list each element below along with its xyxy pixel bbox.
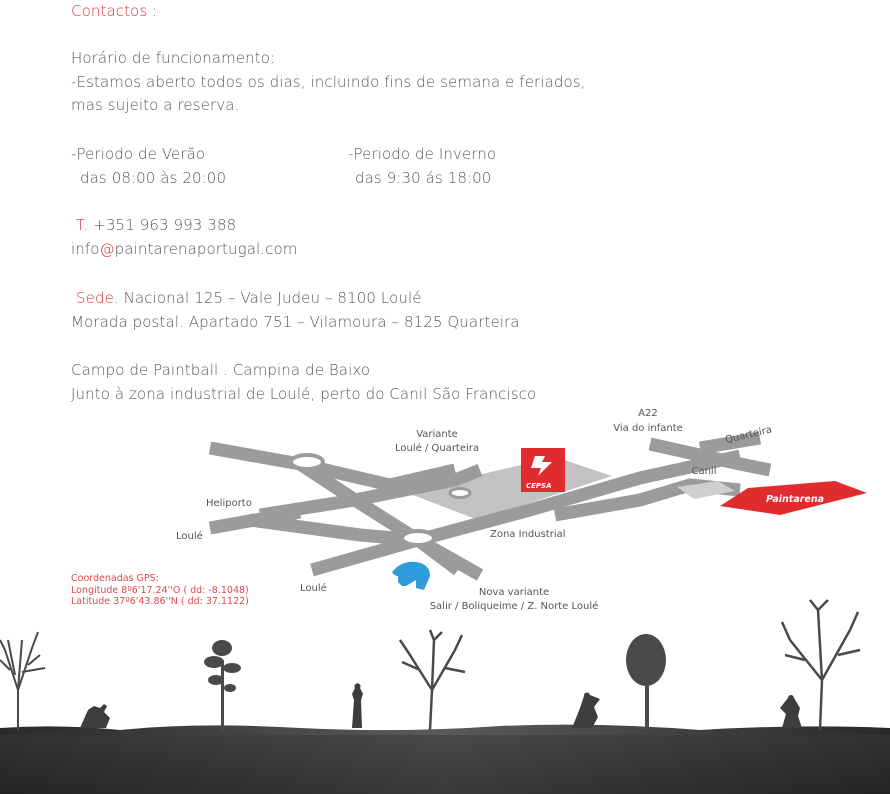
- hours-line-2: mas sujeito a reserva.: [71, 96, 240, 114]
- roundabout-industrial: [448, 487, 472, 499]
- winter-label: Periodo de Inverno: [353, 145, 497, 163]
- field-line-1: Campo de Paintball . Campina de Baixo: [71, 361, 371, 379]
- gps-title: Coordenadas GPS:: [71, 573, 159, 584]
- hours-title: Horário de funcionamento:: [71, 49, 276, 67]
- player-kneeling-icon: [80, 704, 110, 728]
- elephant-logo-icon: [392, 561, 430, 590]
- paintarena-area: [720, 481, 867, 515]
- gps-longitude: Longitude 8º6'17.24''O ( dd: -8.1048): [71, 584, 249, 596]
- summer-hours: das 08:00 às 20:00: [80, 169, 227, 187]
- cepsa-star-icon: [531, 456, 552, 476]
- player-aiming-icon: [780, 695, 802, 728]
- sede-address: Nacional 125 – Vale Judeu – 8100 Loulé: [123, 289, 422, 307]
- player-silhouettes: [80, 683, 802, 728]
- label-nova-variante-2: Salir / Boliqueime / Z. Norte Loulé: [430, 600, 599, 612]
- roads: [208, 431, 772, 581]
- winter-dash: -: [348, 145, 354, 163]
- label-loule-left: Loulé: [176, 530, 203, 542]
- pine-tree-icon: [204, 640, 241, 730]
- leafy-tree-icon: [626, 634, 666, 730]
- label-variante-2: Loulé / Quarteira: [395, 442, 479, 454]
- email-domain: paintarenaportugal.com: [114, 240, 298, 258]
- bare-tree-right-icon: [780, 599, 861, 731]
- label-a22: A22: [638, 408, 658, 419]
- label-variante-1: Variante: [416, 429, 458, 440]
- winter-hours: das 9:30 ás 18:00: [355, 169, 492, 187]
- gps-latitude: Latitude 37º6'43.86''N ( dd: 37.1122): [71, 596, 249, 607]
- email-link[interactable]: info@paintarenaportugal.com: [71, 238, 298, 261]
- label-zona-industrial: Zona Industrial: [490, 529, 566, 540]
- label-nova-variante-1: Nova variante: [479, 587, 549, 598]
- sede-row: Sede. Nacional 125 – Vale Judeu – 8100 L…: [76, 287, 422, 310]
- email-at: @: [99, 240, 115, 258]
- label-loule-bottom: Loulé: [300, 582, 327, 594]
- roundabout-central: [400, 529, 436, 547]
- bare-tree-left-icon: [0, 631, 46, 730]
- cepsa-label: CEPSA: [526, 482, 552, 490]
- winter-period: -Periodo de Inverno: [348, 143, 496, 166]
- label-heliporto: Heliporto: [206, 498, 252, 509]
- hours-line-1: -Estamos aberto todos os dias, incluindo…: [71, 73, 586, 91]
- contacts-heading: Contactos :: [71, 2, 158, 20]
- label-via-infante: Via do infante: [613, 423, 683, 434]
- paintarena-label: Paintarena: [766, 494, 824, 505]
- label-canil: Canil: [691, 466, 716, 477]
- sede-label: Sede.: [76, 289, 119, 307]
- summer-label: -Periodo de Verão: [71, 145, 206, 163]
- phone-prefix: T.: [76, 216, 89, 234]
- phone-row: T. +351 963 993 388: [76, 214, 236, 237]
- phone-number[interactable]: +351 963 993 388: [93, 216, 237, 234]
- player-standing-icon: [352, 683, 363, 728]
- field-line-2: Junto à zona industrial de Loulé, perto …: [71, 385, 537, 403]
- gps-coordinates: Coordenadas GPS: Longitude 8º6'17.24''O …: [71, 573, 249, 608]
- postal-address: Morada postal. Apartado 751 – Vilamoura …: [71, 313, 520, 331]
- player-running-icon: [572, 692, 600, 728]
- email-user: info: [71, 240, 100, 258]
- roundabout-north: [289, 453, 325, 471]
- canil-area: [677, 481, 735, 499]
- landscape-silhouette: [0, 599, 890, 794]
- bare-tree-center-icon: [398, 629, 466, 731]
